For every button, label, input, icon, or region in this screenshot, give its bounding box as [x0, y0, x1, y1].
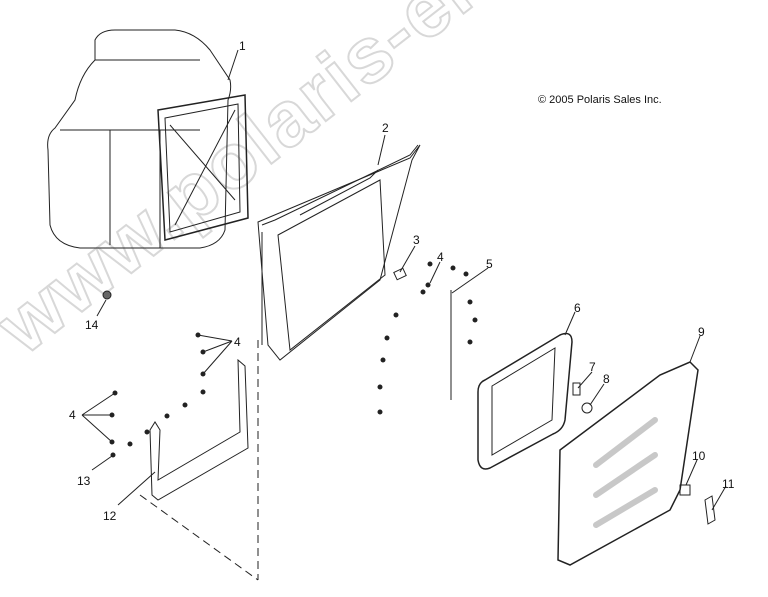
leader-9: [689, 335, 701, 363]
leader-3: [399, 245, 416, 273]
callout-11: 11: [722, 477, 735, 491]
part-6-seal: [477, 332, 573, 470]
callout-5: 5: [486, 257, 493, 271]
part-7-clip: [572, 382, 581, 396]
copyright-text: © 2005 Polaris Sales Inc.: [538, 94, 662, 106]
part-11-lock: [704, 495, 716, 525]
callout-7: 7: [589, 360, 596, 374]
callout-2: 2: [382, 121, 389, 135]
callout-3: 3: [413, 233, 420, 247]
leader-6: [564, 311, 576, 336]
callout-6: 6: [574, 301, 581, 315]
callout-1: 1: [239, 39, 246, 53]
leader-8: [589, 383, 605, 406]
leader-13: [91, 455, 113, 471]
rivets-bracket: [109, 332, 206, 458]
leader-4c: [81, 392, 116, 443]
leader-11: [711, 485, 727, 511]
part-12-bracket: [149, 358, 249, 501]
leader-10: [685, 459, 698, 486]
leader-7: [577, 371, 593, 389]
part-3-pad: [393, 267, 407, 281]
dashed-projection: [139, 340, 259, 581]
part-10-gasket: [679, 484, 691, 496]
callout-8: 8: [603, 372, 610, 386]
callout-14: 14: [85, 318, 99, 332]
door-slots: [593, 417, 658, 528]
leader-12: [117, 471, 156, 506]
callout-4-upper: 4: [437, 250, 444, 264]
leader-2: [377, 134, 386, 166]
part-6-seal-inner: [491, 347, 556, 456]
part-9-door: [557, 361, 699, 566]
callout-13: 13: [77, 474, 91, 488]
callout-4-middle: 4: [234, 335, 241, 349]
part-14-nut: [102, 290, 112, 300]
part-2-frame: [257, 144, 421, 361]
rivets-frame: [377, 261, 478, 415]
leader-14: [96, 299, 107, 317]
leader-1: [227, 49, 239, 81]
leader-4b: [197, 334, 233, 375]
callout-10: 10: [692, 449, 706, 463]
leader-5: [451, 267, 489, 294]
part-8-washer: [581, 402, 593, 414]
part-1-storage-tub: [47, 29, 249, 249]
callout-12: 12: [103, 509, 117, 523]
callout-9: 9: [698, 325, 705, 339]
callout-4-left: 4: [69, 408, 76, 422]
leader-4a: [429, 261, 441, 284]
